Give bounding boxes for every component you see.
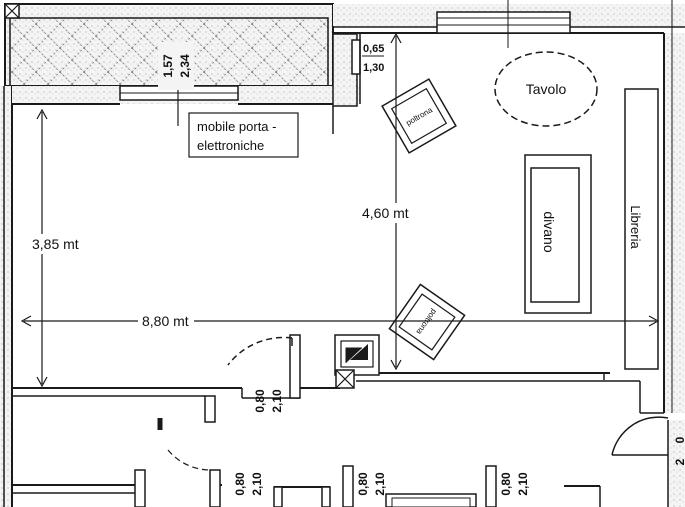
door-br-width-label: 0,80	[499, 472, 513, 496]
niche	[351, 39, 361, 75]
opening-labels: 1,57 2,34 0,65 1,30 0,80 2,10 0,80 2,10 …	[158, 42, 685, 496]
width-label: 8,80 mt	[142, 313, 189, 329]
door-bl-height-label: 2,10	[250, 472, 264, 496]
dimension-lines	[20, 32, 660, 388]
library-label: Libreria	[628, 205, 643, 249]
library-outline	[624, 88, 659, 370]
height-center-label: 4,60 mt	[362, 205, 409, 221]
door-swings	[157, 336, 669, 471]
table: Tavolo	[494, 51, 598, 127]
door-bc-width-label: 0,80	[356, 472, 370, 496]
sofa: divano	[524, 154, 592, 314]
armchair-top: poltrona	[381, 78, 457, 154]
door-bc-height-label: 2,10	[373, 472, 387, 496]
niche-b-label: 1,30	[363, 62, 384, 74]
note-line-1: mobile porta -	[197, 119, 276, 134]
door-br-height-label: 2,10	[516, 472, 530, 496]
electronics-cabinet-note: mobile porta - elettroniche	[188, 112, 299, 158]
niche-a-label: 0,65	[363, 43, 384, 55]
window-width-label: 1,57	[161, 54, 175, 78]
table-outline	[494, 51, 598, 127]
height-left-label: 3,85 mt	[32, 236, 79, 252]
note-line-2: elettroniche	[197, 138, 264, 153]
door-width-label: 0,80	[253, 389, 267, 413]
table-label: Tavolo	[526, 81, 567, 97]
library: Libreria	[624, 88, 659, 370]
door-right-width-label: 0	[673, 436, 685, 443]
sofa-label: divano	[541, 211, 557, 252]
door-right-height-label: 2	[673, 458, 685, 465]
door-bl-width-label: 0,80	[233, 472, 247, 496]
armchair-bottom: poltrona	[388, 283, 466, 361]
window-height-label: 2,34	[178, 54, 192, 78]
top-window	[436, 11, 571, 34]
door-height-label: 2,10	[270, 389, 284, 413]
